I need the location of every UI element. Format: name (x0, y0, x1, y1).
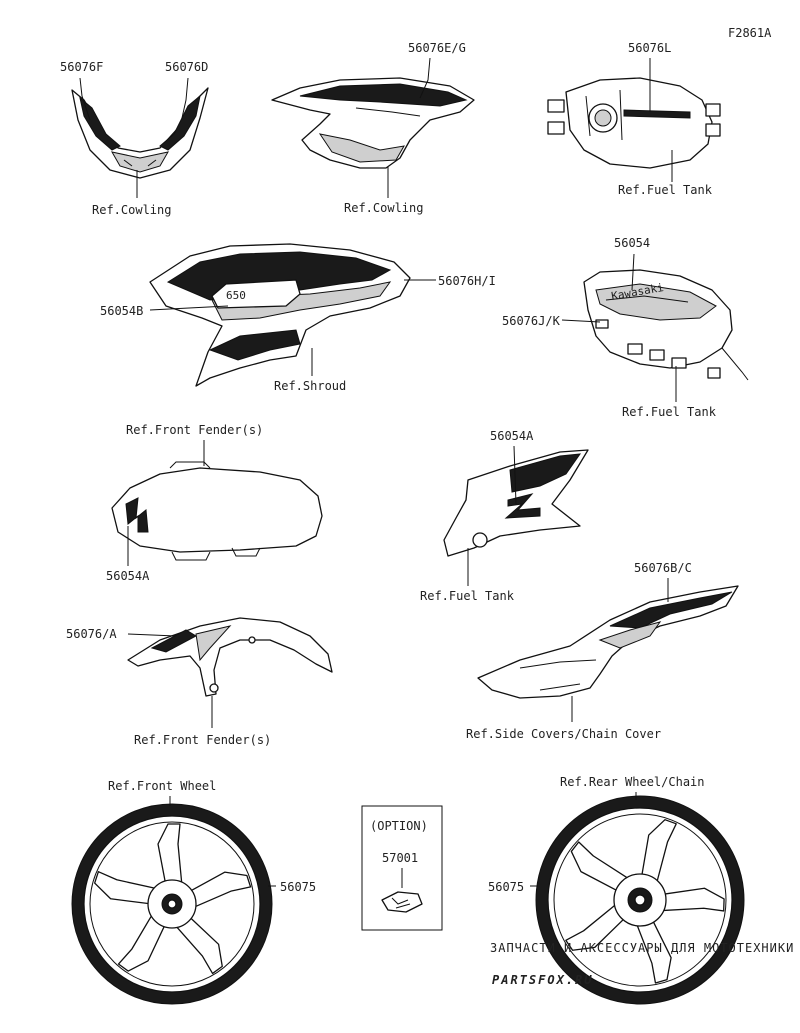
ref-cowling-side-label: Ref.Cowling (344, 201, 423, 215)
tool-57001-drawing (381, 891, 423, 913)
part-56076EG-label: 56076E/G (408, 41, 466, 55)
part-56076HI-label: 56076H/I (438, 274, 496, 288)
part-56076F-label: 56076F (60, 60, 103, 74)
part-56054A-tank-label: 56054A (490, 429, 534, 443)
ref-fuel-tank-side-label: Ref.Fuel Tank (622, 405, 717, 419)
shroud-logo-text: 650 (226, 289, 246, 302)
part-56076A-label: 56076/A (66, 627, 117, 641)
ref-fuel-tank-top-label: Ref.Fuel Tank (618, 183, 713, 197)
option-label: (OPTION) (370, 819, 428, 833)
rear-wheel-drawing (535, 795, 745, 1005)
part-56076L-label: 56076L (628, 41, 671, 55)
ref-front-fender-top-label: Ref.Front Fender(s) (126, 423, 263, 437)
part-56075-front-label: 56075 (280, 880, 316, 894)
part-57001-label: 57001 (382, 851, 418, 865)
ref-shroud-label: Ref.Shroud (274, 379, 346, 393)
part-56075-rear-label: 56075 (488, 880, 524, 894)
ref-cowling-front-label: Ref.Cowling (92, 203, 171, 217)
figure-code: F2861A (728, 26, 772, 40)
part-56054A-fender-label: 56054A (106, 569, 150, 583)
front-wheel-drawing (71, 803, 273, 1005)
fuel-tank-side-drawing: Kawasaki (583, 269, 749, 381)
part-56054-label: 56054 (614, 236, 650, 250)
part-56054B-label: 56054B (100, 304, 143, 318)
ref-rear-wheel-label: Ref.Rear Wheel/Chain (560, 775, 705, 789)
side-covers-drawing (477, 585, 739, 699)
front-fender-side-drawing (127, 617, 333, 697)
watermark-logo: PARTSFOX.RU (492, 973, 593, 987)
part-56076D-label: 56076D (165, 60, 208, 74)
ref-fuel-tank-cover-label: Ref.Fuel Tank (420, 589, 515, 603)
side-cowling-drawing (271, 77, 475, 169)
watermark-tagline: ЗАПЧАСТИ И АКСЕССУАРЫ ДЛЯ МОТОТЕХНИКИ (490, 941, 794, 955)
part-56076JK-label: 56076J/K (502, 314, 561, 328)
ref-side-covers-label: Ref.Side Covers/Chain Cover (466, 727, 661, 741)
option-box: (OPTION) 57001 (361, 805, 443, 931)
front-cowling-drawing (71, 87, 209, 179)
part-56076BC-label: 56076B/C (634, 561, 692, 575)
front-fender-top-drawing (111, 461, 323, 561)
fuel-tank-top-drawing (547, 77, 721, 169)
ref-front-fender-side-label: Ref.Front Fender(s) (134, 733, 271, 747)
shroud-drawing: 650 (149, 243, 411, 387)
ref-front-wheel-label: Ref.Front Wheel (108, 779, 216, 793)
